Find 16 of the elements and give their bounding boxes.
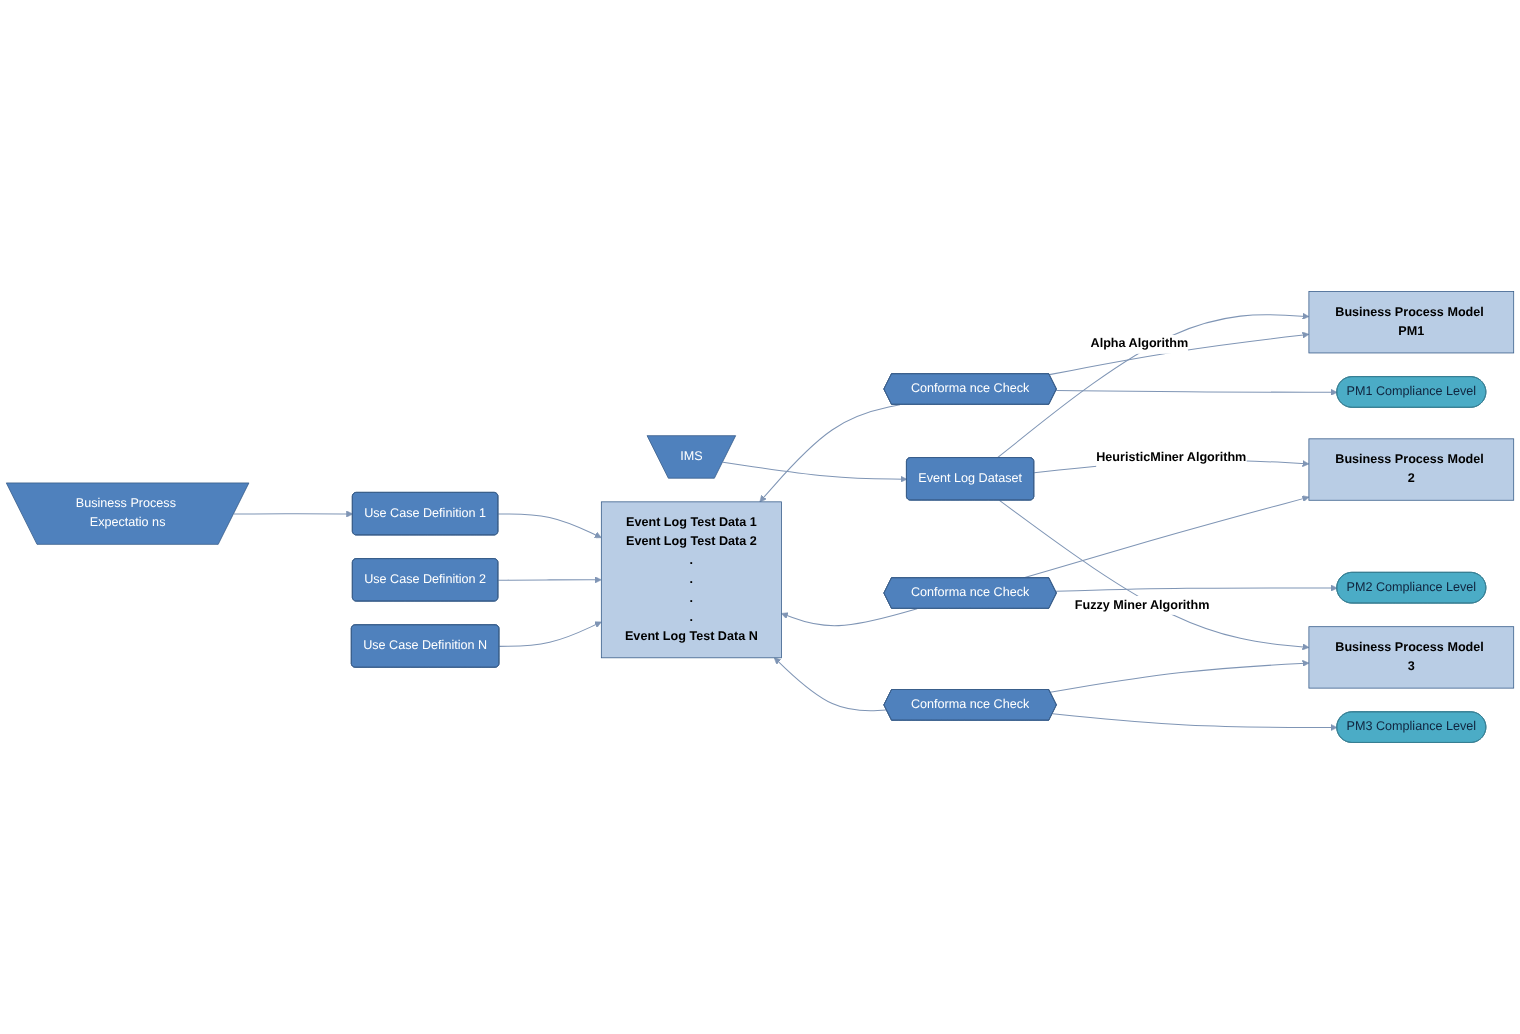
arrow — [497, 513, 602, 539]
arrow — [498, 621, 602, 647]
arrow — [781, 608, 918, 627]
arrow — [1052, 713, 1338, 731]
arrow — [759, 404, 901, 503]
arrow — [497, 576, 602, 584]
arrow — [998, 499, 1310, 651]
arrow — [996, 312, 1310, 459]
arrow — [1049, 659, 1310, 693]
arrow — [233, 510, 354, 518]
arrow — [1055, 584, 1338, 592]
arrow — [1055, 388, 1338, 396]
arrow — [1022, 495, 1310, 579]
arrow — [773, 657, 888, 712]
arrow — [722, 461, 908, 483]
arrow — [1048, 331, 1310, 376]
